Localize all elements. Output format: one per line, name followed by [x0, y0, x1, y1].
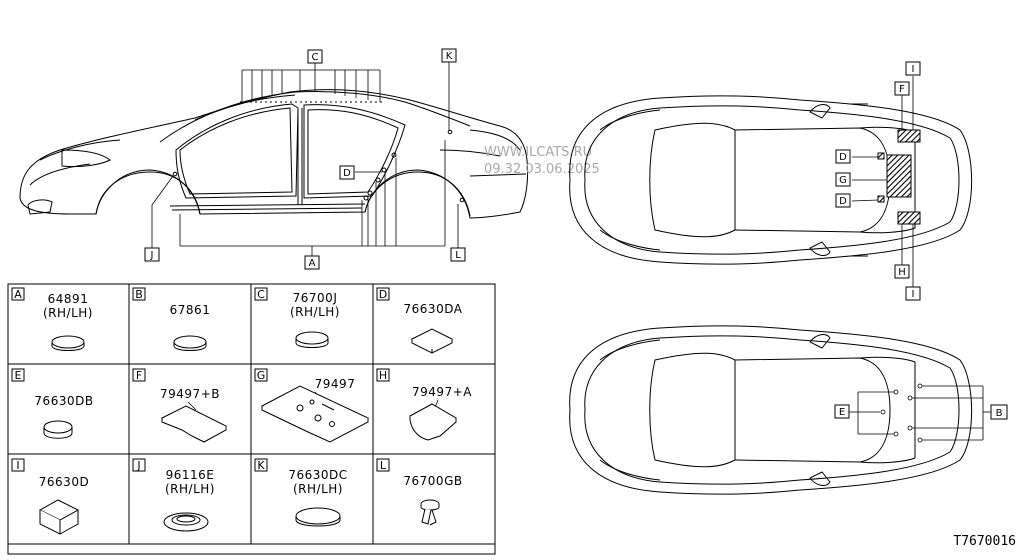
- top-leader-lines: [851, 76, 914, 287]
- svg-text:D: D: [379, 288, 387, 301]
- svg-text:H: H: [379, 369, 387, 382]
- svg-text:J: J: [136, 459, 140, 472]
- svg-text:B: B: [135, 288, 143, 301]
- svg-text:96116E: 96116E: [166, 468, 215, 482]
- insulator-pad-icon: [409, 403, 457, 441]
- svg-text:79497+B: 79497+B: [160, 387, 220, 401]
- plug-icon: [173, 335, 207, 351]
- insulator-pad-icon: [160, 405, 228, 443]
- svg-text:76630DB: 76630DB: [34, 394, 93, 408]
- parts-table: [7, 283, 496, 555]
- svg-text:E: E: [15, 369, 22, 382]
- callout-l-side: L: [450, 247, 466, 262]
- svg-text:I: I: [16, 459, 19, 472]
- svg-text:I: I: [912, 64, 915, 75]
- callout-d-side: D: [339, 165, 355, 180]
- part-cell-d: D 76630DA: [376, 287, 463, 354]
- svg-text:(RH/LH): (RH/LH): [290, 305, 340, 319]
- part-cell-k: K 76630DC (RH/LH): [254, 458, 347, 527]
- round-pad-icon: [43, 420, 73, 439]
- svg-text:64891: 64891: [48, 292, 89, 306]
- callout-d-top: D: [835, 149, 851, 164]
- part-cell-f: F 79497+B: [132, 368, 228, 443]
- plug-icon: [295, 331, 329, 348]
- svg-text:D: D: [839, 152, 847, 163]
- part-cell-i: I 76630D: [11, 458, 89, 535]
- part-cell-l: L 76700GB: [376, 458, 462, 526]
- callout-k-side: K: [441, 48, 457, 63]
- side-leader-lines: [151, 62, 459, 256]
- callout-c-side: C: [307, 49, 323, 64]
- callout-i-top-2: I: [905, 286, 921, 301]
- svg-text:C: C: [312, 52, 319, 63]
- callout-f-top: F: [894, 81, 910, 96]
- svg-text:76630DC: 76630DC: [288, 468, 347, 482]
- svg-text:79497+A: 79497+A: [412, 385, 472, 399]
- svg-text:(RH/LH): (RH/LH): [165, 482, 215, 496]
- part-cell-g: G 79497: [254, 368, 370, 443]
- callout-b-bottom: B: [990, 404, 1008, 420]
- svg-text:A: A: [309, 258, 316, 269]
- car-top-view-lower: [569, 325, 973, 495]
- svg-text:WWW.ILCATS.RU: WWW.ILCATS.RU: [484, 145, 592, 160]
- svg-text:L: L: [455, 250, 461, 261]
- car-side-view: [19, 89, 529, 219]
- svg-text:J: J: [150, 250, 154, 261]
- svg-text:K: K: [257, 459, 265, 472]
- svg-text:(RH/LH): (RH/LH): [43, 306, 93, 320]
- svg-text:G: G: [839, 175, 847, 186]
- svg-text:I: I: [912, 289, 915, 300]
- svg-text:(RH/LH): (RH/LH): [293, 482, 343, 496]
- callout-d-top-2: D: [835, 193, 851, 208]
- callout-h-top: H: [894, 264, 910, 279]
- svg-text:79497: 79497: [315, 377, 356, 391]
- svg-text:76630D: 76630D: [39, 475, 89, 489]
- svg-text:F: F: [899, 84, 905, 95]
- svg-text:D: D: [839, 196, 847, 207]
- svg-text:76700GB: 76700GB: [403, 474, 462, 488]
- part-cell-e: E 76630DB: [11, 368, 93, 439]
- push-clip-icon: [420, 499, 440, 526]
- bottom-callouts: E B: [834, 404, 1008, 420]
- svg-text:76700J: 76700J: [293, 291, 338, 305]
- part-cell-j: J 96116E (RH/LH): [132, 458, 215, 532]
- svg-text:09.32 03.06.2025: 09.32 03.06.2025: [484, 162, 600, 177]
- callout-g-top: G: [835, 172, 851, 187]
- svg-text:F: F: [136, 369, 142, 382]
- bottom-leader-lines: [849, 383, 991, 443]
- svg-text:67861: 67861: [170, 303, 211, 317]
- car-top-view-upper: [569, 95, 973, 265]
- svg-text:C: C: [257, 288, 265, 301]
- side-callouts: C K D J A L: [144, 48, 466, 270]
- svg-text:L: L: [380, 459, 387, 472]
- top-callouts: I F D G D H I: [835, 61, 921, 301]
- svg-text:H: H: [898, 267, 906, 278]
- svg-text:D: D: [343, 168, 351, 179]
- part-cell-a: A 64891 (RH/LH): [11, 287, 93, 351]
- callout-e-bottom: E: [834, 404, 850, 419]
- figure-code: T7670016: [953, 534, 1016, 549]
- round-pad-icon: [295, 507, 341, 527]
- part-cell-h: H 79497+A: [376, 368, 472, 441]
- insulator-sheet-icon: [260, 385, 370, 443]
- part-cell-b: B 67861: [132, 287, 211, 351]
- svg-text:G: G: [257, 369, 266, 382]
- svg-text:B: B: [996, 408, 1003, 419]
- grommet-plug-icon: [51, 335, 85, 351]
- svg-text:76630DA: 76630DA: [404, 302, 463, 316]
- svg-text:E: E: [839, 407, 845, 418]
- svg-text:A: A: [14, 288, 22, 301]
- part-cell-c: C 76700J (RH/LH): [254, 287, 340, 348]
- watermark: WWW.ILCATS.RU 09.32 03.06.2025: [484, 145, 600, 177]
- callout-i-top: I: [905, 61, 921, 76]
- grommet-icon: [163, 512, 209, 532]
- svg-text:K: K: [446, 51, 453, 62]
- insulator-pads-top-view: [877, 129, 921, 225]
- callout-a-side: A: [304, 255, 320, 270]
- foam-block-icon: [38, 499, 80, 535]
- callout-j-side: J: [144, 247, 160, 262]
- square-pad-icon: [410, 328, 454, 354]
